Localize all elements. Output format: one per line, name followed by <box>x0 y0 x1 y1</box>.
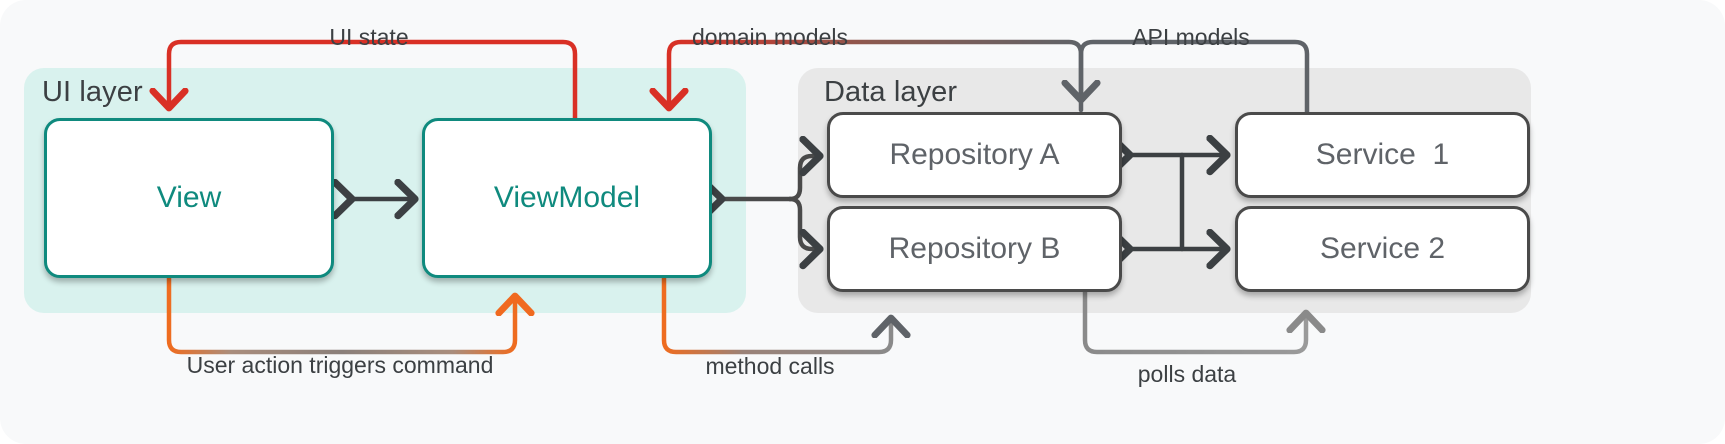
edge-label-method-calls: method calls <box>705 353 835 379</box>
node-viewmodel-label: ViewModel <box>493 181 641 214</box>
node-view-label: View <box>156 181 222 214</box>
node-viewmodel[interactable]: ViewModel <box>422 118 712 278</box>
edge-method-calls <box>661 275 891 355</box>
edge-viewmodel-repositories <box>701 135 824 270</box>
layer-data-title: Data layer <box>824 76 958 108</box>
edge-label-user-action: User action triggers command <box>186 352 494 378</box>
node-repository-b[interactable]: Repository B <box>827 206 1122 292</box>
edge-label-polls-data: polls data <box>1137 361 1237 387</box>
edge-label-domain-models: domain models <box>692 24 848 50</box>
edge-domain-models <box>669 39 1084 113</box>
node-service-2[interactable]: Service 2 <box>1235 206 1530 292</box>
layer-ui-title: UI layer <box>42 76 143 108</box>
edge-ui-state <box>169 39 578 125</box>
node-repository-b-label: Repository B <box>888 232 1061 265</box>
edge-user-action <box>166 275 515 355</box>
edge-label-api-models: API models <box>1132 24 1250 50</box>
node-service-2-label: Service 2 <box>1319 232 1446 265</box>
node-view[interactable]: View <box>44 118 334 278</box>
node-repository-a-label: Repository A <box>889 138 1060 171</box>
node-service-1[interactable]: Service 1 <box>1235 112 1530 198</box>
edge-polls-data <box>1082 287 1306 355</box>
edge-label-ui-state: UI state <box>329 24 409 50</box>
edge-api-models <box>1081 39 1310 121</box>
node-service-1-label: Service 1 <box>1315 138 1450 171</box>
node-repository-a[interactable]: Repository A <box>827 112 1122 198</box>
